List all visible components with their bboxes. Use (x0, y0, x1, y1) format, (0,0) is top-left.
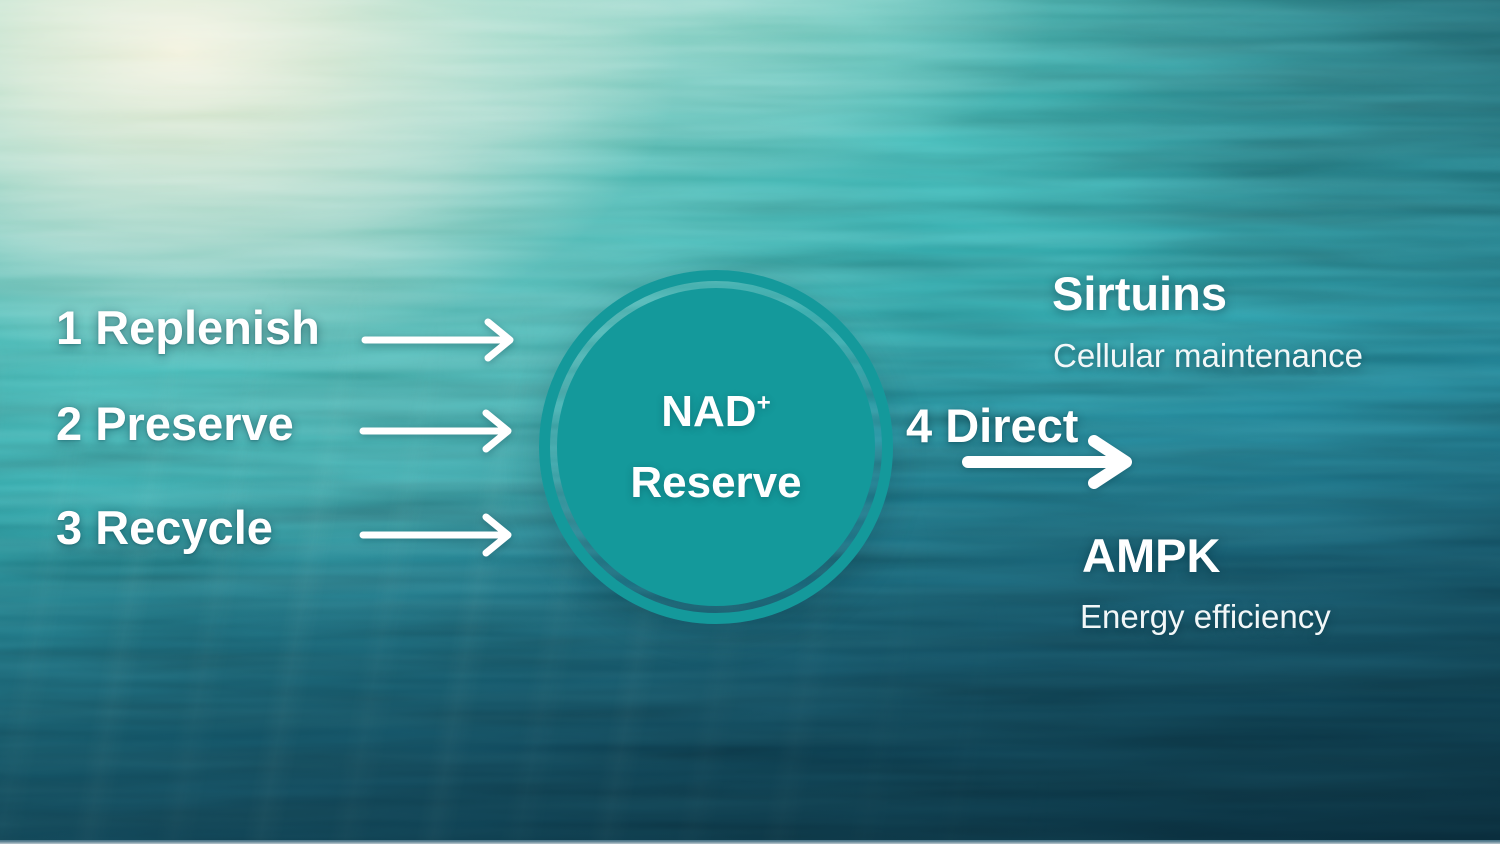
nad-line: NAD+ (661, 386, 771, 436)
nad-reserve-label: NAD+ Reserve (630, 376, 801, 519)
input-label-preserve: 2 Preserve (56, 397, 294, 450)
slide-bottom-edge (0, 840, 1500, 844)
arrow-right-icon (359, 409, 512, 453)
arrow-right-icon (359, 513, 512, 557)
nad-plus-superscript: + (756, 389, 771, 417)
output-label-direct: 4 Direct (906, 399, 1079, 452)
arrow-right-icon (962, 435, 1132, 489)
input-label-recycle: 3 Recycle (56, 501, 273, 554)
outcome-subtitle-cellular-maintenance: Cellular maintenance (1053, 337, 1364, 374)
arrow-right-icon (361, 318, 514, 362)
outcome-title-sirtuins: Sirtuins (1052, 267, 1227, 320)
nad-reserve-circle-fill: NAD+ Reserve (557, 288, 875, 606)
reserve-line: Reserve (630, 458, 802, 507)
outcome-subtitle-energy-efficiency: Energy efficiency (1080, 598, 1331, 635)
nad-reserve-circle: NAD+ Reserve (539, 270, 893, 624)
outcome-title-ampk: AMPK (1082, 529, 1221, 582)
input-label-replenish: 1 Replenish (56, 301, 320, 354)
